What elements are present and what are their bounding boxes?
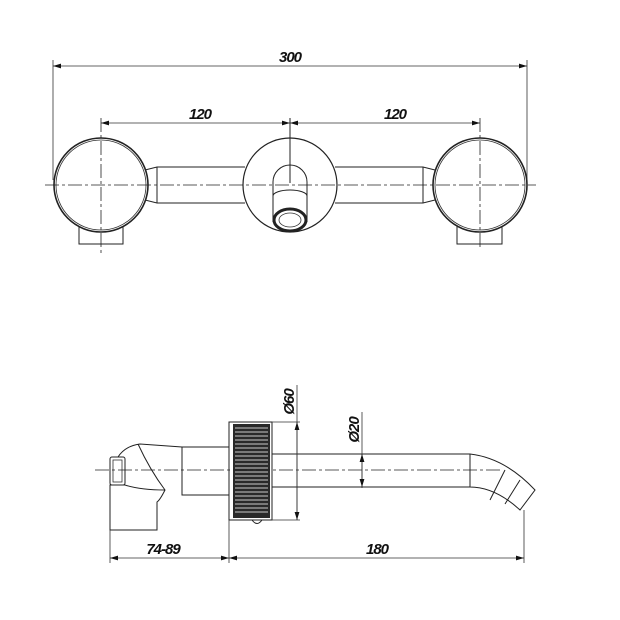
dim-label-20: Ø20: [346, 416, 363, 443]
side-view: Ø60 Ø20 74-89 180: [95, 385, 536, 563]
top-view: 300 120 120: [45, 49, 536, 254]
spout-tube: [272, 453, 536, 511]
dimension-spacing: 120 120: [101, 106, 480, 126]
dimension-depth-reach: 74-89 180: [109, 510, 525, 563]
spout-rosette: [242, 137, 338, 233]
dim-label-180: 180: [366, 541, 390, 558]
wall-inlet: [109, 456, 126, 486]
wall-sleeve: [181, 446, 230, 496]
dimension-rosette-diameter: Ø60: [272, 385, 300, 521]
dim-label-60: Ø60: [281, 388, 298, 415]
dim-label-300: 300: [279, 49, 303, 66]
dim-label-right-120: 120: [384, 106, 408, 123]
dim-label-left-120: 120: [189, 106, 213, 123]
knurled-rosette: [228, 421, 273, 524]
dimension-overall-width: 300: [52, 49, 528, 180]
dimension-spout-diameter: Ø20: [346, 412, 365, 488]
wall-body: [109, 443, 183, 531]
dim-label-74-89: 74-89: [146, 541, 181, 558]
